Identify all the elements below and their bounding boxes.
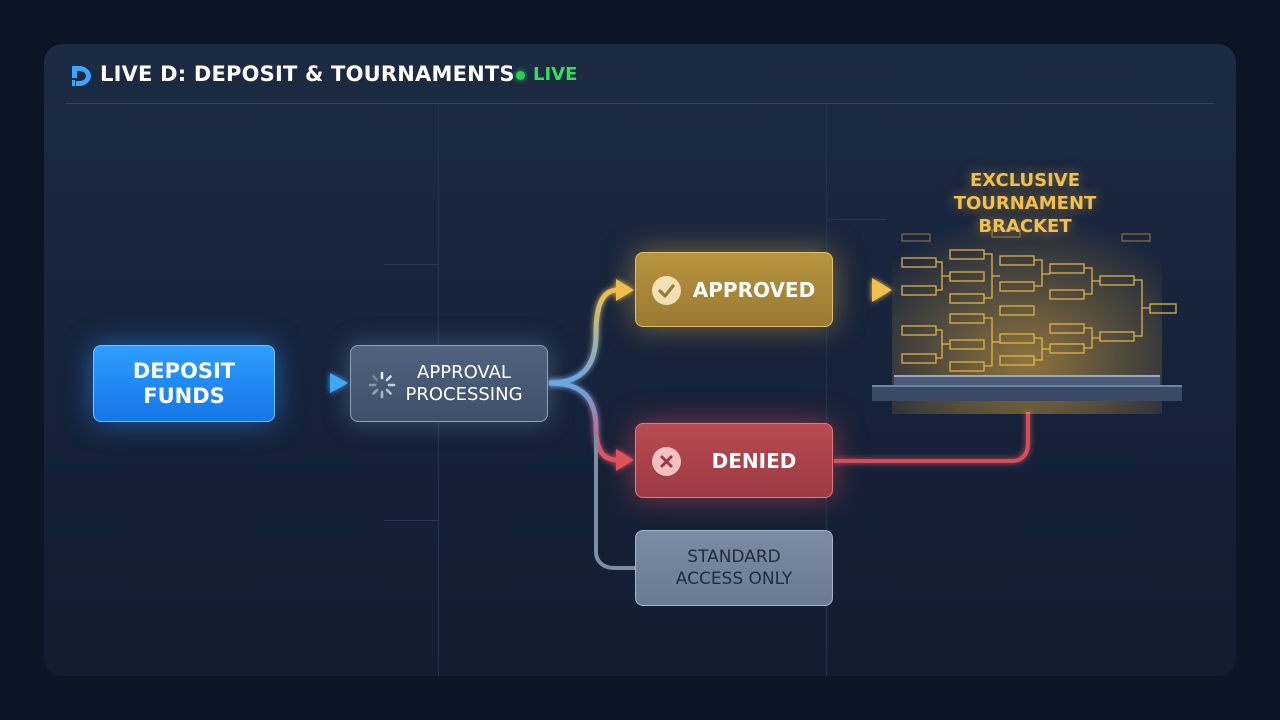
column-divider bbox=[826, 105, 827, 676]
standard-node-line2: ACCESS ONLY bbox=[675, 569, 793, 589]
denied-node: DENIED bbox=[635, 423, 833, 498]
denied-label: DENIED bbox=[711, 448, 797, 473]
approved-node: APPROVED bbox=[635, 252, 833, 327]
header-divider bbox=[66, 103, 1214, 104]
processing-node-line1: APPROVAL bbox=[417, 361, 511, 383]
bracket-platform bbox=[872, 375, 1182, 401]
bracket-title: EXCLUSIVE TOURNAMENT BRACKET bbox=[900, 169, 1150, 238]
page-title: LIVE D: DEPOSIT & TOURNAMENTS bbox=[100, 62, 515, 86]
standard-access-node: STANDARD ACCESS ONLY bbox=[635, 530, 833, 606]
approved-label: APPROVED bbox=[692, 277, 816, 302]
flow-connectors bbox=[276, 278, 1030, 570]
grid-line bbox=[384, 520, 438, 521]
diagram-panel: LIVE D: DEPOSIT & TOURNAMENTS LIVE bbox=[44, 44, 1236, 676]
live-status-dot bbox=[516, 71, 525, 80]
d-logo-icon bbox=[72, 66, 91, 86]
processing-node-line2: PROCESSING bbox=[405, 383, 523, 405]
processing-to-approved-arrow bbox=[548, 287, 619, 386]
x-icon bbox=[652, 447, 681, 476]
deposit-node-line2: FUNDS bbox=[143, 383, 225, 408]
grid-line bbox=[384, 264, 438, 265]
live-status-label: LIVE bbox=[533, 64, 578, 85]
processing-to-denied-arrow bbox=[548, 380, 619, 463]
header-bar: LIVE D: DEPOSIT & TOURNAMENTS LIVE bbox=[44, 44, 1236, 104]
check-icon bbox=[652, 276, 681, 305]
deposit-node-line1: DEPOSIT bbox=[132, 358, 236, 383]
approval-processing-node: APPROVAL PROCESSING bbox=[350, 345, 548, 422]
denied-to-bracket-line bbox=[834, 412, 1030, 463]
bracket-title-line2: TOURNAMENT bbox=[953, 193, 1097, 214]
deposit-funds-node: DEPOSIT FUNDS bbox=[93, 345, 275, 422]
bracket-title-line1: EXCLUSIVE bbox=[969, 170, 1081, 191]
grid-line bbox=[826, 219, 886, 220]
standard-node-line1: STANDARD bbox=[687, 547, 781, 567]
bracket-title-line3: BRACKET bbox=[978, 216, 1072, 237]
processing-to-standard-line bbox=[594, 434, 635, 570]
spinner-icon bbox=[368, 371, 396, 399]
